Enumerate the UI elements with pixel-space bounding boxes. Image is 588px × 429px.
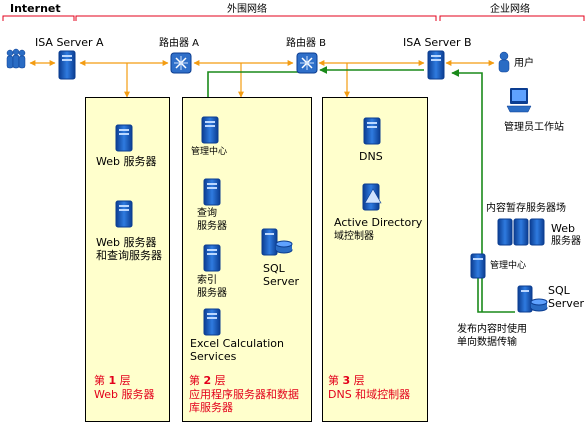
- corp-sql-label-2: Server: [548, 297, 585, 310]
- corp-sql-label-1: SQL: [548, 284, 570, 297]
- tier2-sql-label-1: SQL: [263, 262, 285, 275]
- isa-server-b-icon: [427, 50, 445, 80]
- zone-bracket-corporate: [439, 15, 585, 21]
- zone-corporate-title: 企业网络: [490, 4, 530, 15]
- tier3-tier-desc: DNS 和域控制器: [328, 388, 411, 401]
- tier1-panel: [85, 97, 170, 422]
- tier2-sql-label-2: Server: [263, 275, 300, 288]
- excel-calc-server-icon: [203, 308, 221, 336]
- isa-server-a-label: ISA Server A: [35, 36, 104, 49]
- zone-internet-title: Internet: [10, 2, 61, 15]
- dns-server-icon: [363, 117, 381, 145]
- excel-calc-label-2: Services: [190, 350, 237, 363]
- user-icon: [498, 51, 510, 73]
- tier2-tier-desc-1: 应用程序服务器和数据: [189, 388, 299, 401]
- tier1-web-query-label-2: 和查询服务器: [96, 249, 162, 262]
- router-b-icon: [296, 52, 318, 74]
- publish-note-line1: 发布内容时使用: [457, 324, 527, 335]
- tier3-tier-label: 第 3 层: [328, 374, 365, 387]
- index-server-label-1: 索引: [197, 275, 217, 286]
- tier3-panel: [322, 97, 428, 422]
- query-server-label-2: 服务器: [197, 221, 227, 232]
- tier1-web-server-label: Web 服务器: [96, 155, 157, 168]
- tier1-tier-desc: Web 服务器: [94, 388, 155, 401]
- staging-web-label-1: Web: [551, 222, 575, 235]
- publish-note-line2: 单向数据传输: [457, 337, 517, 348]
- staging-web-label-2: 服务器: [551, 236, 581, 247]
- tier2-admin-center-label: 管理中心: [191, 147, 228, 157]
- query-server-icon: [203, 178, 221, 206]
- corp-sql-server-icon: [517, 285, 548, 313]
- isa-server-a-icon: [58, 50, 76, 80]
- internet-users-icon: [6, 48, 26, 69]
- active-directory-label-1: Active Directory: [334, 216, 423, 229]
- tier2-tier-label: 第 2 层: [189, 374, 226, 387]
- query-server-label-1: 查询: [197, 208, 217, 219]
- corp-admin-center-icon: [470, 253, 486, 279]
- staging-farm-label: 内容暂存服务器场: [486, 203, 566, 214]
- excel-calc-label-1: Excel Calculation: [190, 337, 284, 350]
- dns-label: DNS: [359, 150, 383, 163]
- zone-bracket-internet: [2, 15, 75, 21]
- zone-perimeter-title: 外围网络: [227, 4, 267, 15]
- web-server-icon: [115, 124, 133, 152]
- router-a-icon: [170, 52, 192, 74]
- tier2-tier-desc-2: 库服务器: [189, 401, 233, 414]
- flow-corp-isab: [451, 69, 483, 312]
- users-label: 用户: [514, 58, 534, 69]
- router-a-label: 路由器 A: [159, 38, 200, 49]
- web-query-server-icon: [115, 200, 133, 228]
- admin-workstation-label: 管理员工作站: [504, 122, 564, 133]
- staging-web-servers-icon: [497, 218, 545, 246]
- isa-server-b-label: ISA Server B: [403, 36, 472, 49]
- tier2-admin-center-icon: [201, 116, 219, 144]
- tier1-web-query-label-1: Web 服务器: [96, 236, 157, 249]
- tier2-sql-server-icon: [261, 228, 293, 256]
- active-directory-label-2: 域控制器: [334, 231, 374, 242]
- admin-workstation-icon: [506, 88, 532, 113]
- tier1-tier-label: 第 1 层: [94, 374, 131, 387]
- index-server-icon: [203, 244, 221, 272]
- index-server-label-2: 服务器: [197, 288, 227, 299]
- corp-admin-center-label: 管理中心: [490, 261, 527, 271]
- flow-corp-admin-sql: [477, 265, 515, 313]
- zone-bracket-perimeter: [75, 15, 437, 21]
- router-b-label: 路由器 B: [286, 38, 327, 49]
- active-directory-icon: [362, 183, 382, 211]
